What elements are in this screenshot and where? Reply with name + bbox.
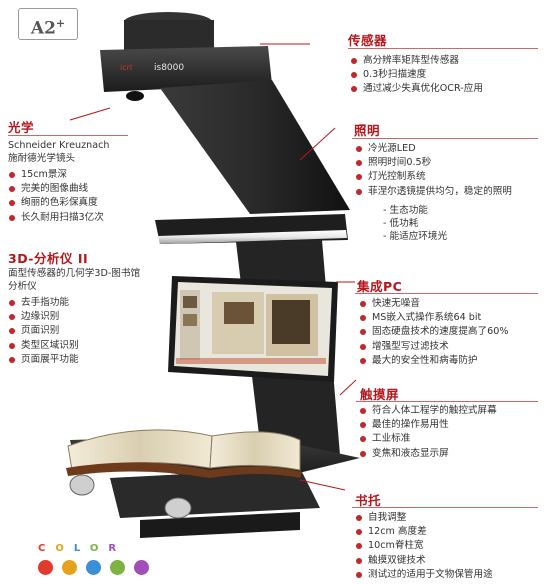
list-item: - 低功耗 — [383, 218, 419, 229]
list-item: 去手指功能 — [6, 296, 79, 310]
analyzer-title: 3D-分析仪 II — [8, 251, 89, 266]
list-item: 符合人体工程学的触控式屏幕 — [357, 404, 497, 418]
pc-list: 快速无噪音 MS嵌入式操作系统64 bit 固态硬盘技术的速度提高了60% 增强… — [357, 297, 508, 368]
touchscreen-title: 触摸屏 — [360, 387, 400, 402]
screen-toolbar — [176, 358, 326, 364]
scanner-arm — [160, 80, 350, 214]
analyzer-description: 面型传感器的几何学3D-图书馆 分析仪 — [8, 268, 140, 293]
cradle-foot — [140, 512, 300, 538]
color-fruit-purple-icon — [134, 560, 149, 575]
leader-cradle — [299, 479, 346, 491]
list-item: 照明时间0.5秒 — [353, 156, 512, 170]
cradle-title: 书托 — [355, 493, 382, 508]
device-brand: icrl — [120, 63, 132, 72]
screen-thumb-1 — [183, 296, 197, 308]
list-item: 12cm 高度差 — [353, 525, 493, 539]
color-fruit-green-icon — [110, 560, 125, 575]
color-fruit-red-icon — [38, 560, 53, 575]
leader-touch — [339, 379, 357, 396]
book-right-page — [209, 431, 301, 471]
list-item: 0.3秒扫描速度 — [348, 68, 483, 82]
screen-photo — [272, 300, 310, 344]
logo-superscript: + — [55, 17, 66, 30]
pc-title: 集成PC — [357, 279, 403, 294]
logo: A2+ — [18, 8, 78, 40]
cradle-front — [110, 468, 320, 518]
lighting-divider — [352, 138, 538, 139]
list-item: 固态硬盘技术的速度提高了60% — [357, 325, 508, 339]
analyzer-line-2: 分析仪 — [8, 280, 37, 292]
list-item: 增强型写过滤技术 — [357, 340, 508, 354]
list-item: 冷光源LED — [353, 142, 512, 156]
list-item: 页面识别 — [6, 324, 79, 338]
logo-text: A2 — [30, 18, 56, 39]
optics-line-2: 施耐德光学镜头 — [8, 152, 76, 164]
light-bar-led — [158, 230, 347, 244]
sensor-list: 高分辨率矩阵型传感器 0.3秒扫描速度 通过减少失真优化OCR-应用 — [348, 54, 483, 97]
pc-divider — [355, 293, 538, 294]
list-item: 完美的图像曲线 — [6, 182, 104, 196]
analyzer-line-1: 面型传感器的几何学3D-图书馆 — [8, 268, 141, 279]
color-fruit-orange-icon — [62, 560, 77, 575]
leader-optics — [69, 107, 111, 121]
list-item: 15cm景深 — [6, 168, 104, 182]
color-letter-o2: O — [89, 543, 109, 554]
sensor-divider — [348, 48, 538, 49]
device-model: is8000 — [154, 63, 184, 73]
color-letter-o1: O — [55, 543, 74, 554]
list-item: 通过减少失真优化OCR-应用 — [348, 82, 483, 96]
color-fruit-blue-icon — [86, 560, 101, 575]
sensor-title: 传感器 — [348, 33, 388, 48]
screen-figure — [224, 302, 254, 324]
touchscreen-divider — [356, 401, 538, 402]
book-cover — [66, 462, 302, 478]
list-item: 工业标准 — [357, 432, 497, 446]
optics-list: 15cm景深 完美的图像曲线 绚丽的色彩保真度 长久耐用扫描3亿次 — [6, 168, 104, 225]
list-item: 最佳的操作易用性 — [357, 418, 497, 432]
list-item: 类型区域识别 — [6, 339, 79, 353]
color-letter-r: R — [108, 543, 127, 554]
list-item: 绚丽的色彩保真度 — [6, 196, 104, 210]
scanner-lens — [126, 91, 144, 101]
list-item: 高分辨率矩阵型传感器 — [348, 54, 483, 68]
list-item: 边缘识别 — [6, 310, 79, 324]
list-item: 快速无噪音 — [357, 297, 508, 311]
list-item: 最大的安全性和病毒防护 — [357, 354, 508, 368]
cradle-divider — [352, 507, 538, 508]
list-item: 测试过的适用于文物保管用途 — [353, 568, 493, 582]
color-letter-l: L — [73, 543, 90, 554]
list-item: 自我调整 — [353, 511, 493, 525]
optics-line-1: Schneider Kreuznach — [8, 140, 110, 151]
list-item: 菲涅尔透镜提供均匀，稳定的照明 — [353, 185, 512, 199]
knob-right — [164, 497, 192, 519]
color-letter-c: C — [38, 543, 56, 554]
analyzer-list: 去手指功能 边缘识别 页面识别 类型区域识别 页面展平功能 — [6, 296, 79, 367]
optics-lens-text: Schneider Kreuznach 施耐德光学镜头 — [8, 140, 109, 165]
list-item: 10cm脊柱宽 — [353, 539, 493, 553]
scanner-top-block — [124, 20, 214, 50]
list-item: - 生态功能 — [383, 205, 428, 216]
scanner-head — [100, 46, 272, 92]
color-word: COLOR — [38, 543, 126, 554]
cradle-list: 自我调整 12cm 高度差 10cm脊柱宽 触摸双键技术 测试过的适用于文物保管… — [353, 511, 493, 582]
optics-divider — [8, 135, 128, 136]
lighting-title: 照明 — [354, 123, 381, 138]
lighting-sub-list: - 生态功能 - 低功耗 - 能适应环境光 — [383, 204, 447, 243]
list-item: 变焦和液态显示屏 — [357, 447, 497, 461]
list-item: MS嵌入式操作系统64 bit — [357, 311, 508, 325]
lighting-list: 冷光源LED 照明时间0.5秒 灯光控制系统 菲涅尔透镜提供均匀，稳定的照明 — [353, 142, 512, 199]
list-item: 灯光控制系统 — [353, 170, 512, 184]
touchscreen-list: 符合人体工程学的触控式屏幕 最佳的操作易用性 工业标准 变焦和液态显示屏 — [357, 404, 497, 461]
knob-left — [69, 474, 95, 496]
list-item: 页面展平功能 — [6, 353, 79, 367]
leader-lighting — [299, 127, 336, 161]
list-item: - 能适应环境光 — [383, 231, 448, 242]
list-item: 触摸双键技术 — [353, 554, 493, 568]
list-item: 长久耐用扫描3亿次 — [6, 211, 104, 225]
screen-thumb-2 — [183, 314, 197, 326]
optics-title: 光学 — [8, 120, 35, 135]
